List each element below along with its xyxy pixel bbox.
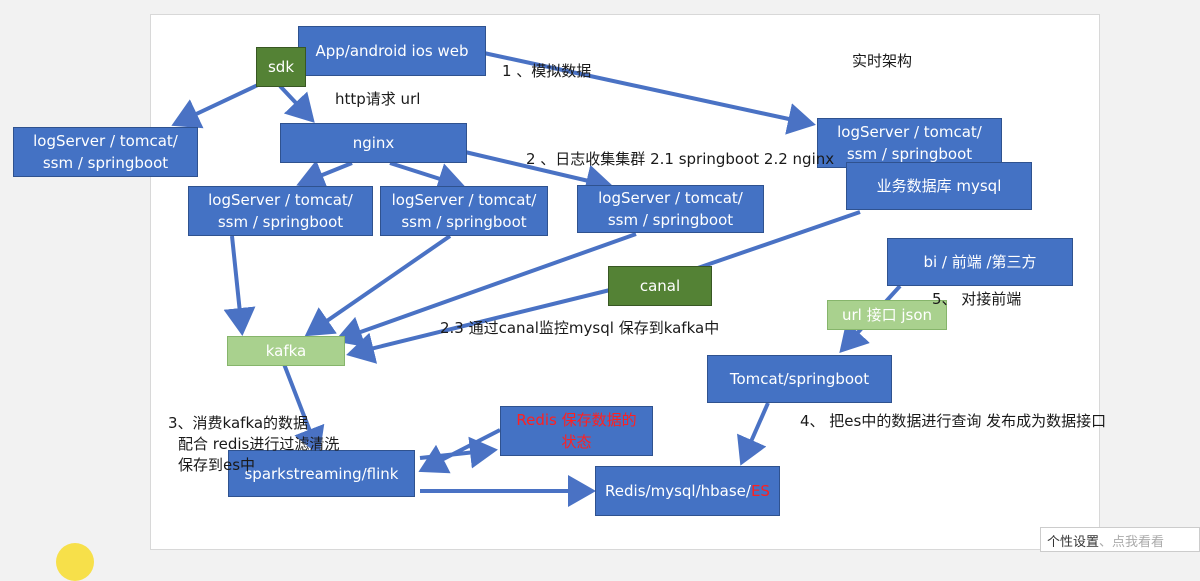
arrow-kafka-to-sparkstreaming — [282, 363, 325, 456]
mysql-db-label: 业务数据库 mysql — [876, 177, 1002, 195]
step23-label: 2.3 通过canal监控mysql 保存到kafka中 — [440, 319, 720, 337]
sdk-label: sdk — [267, 58, 295, 76]
app-web-label: App/android ios web — [315, 42, 469, 60]
arrow-canal-to-kafka — [346, 288, 611, 364]
step3-line2: 配合 redis进行过滤清洗 — [178, 435, 340, 453]
logserver-left-line2: ssm / springboot — [42, 154, 169, 172]
arrow-mysql-to-canal — [691, 210, 861, 272]
redis-state-line1: Redis 保存数据的 — [516, 411, 637, 429]
arrow-layer — [171, 48, 902, 507]
redis-state-line2: 状态 — [561, 433, 592, 451]
logserver-right-line2: ssm / springboot — [846, 145, 973, 163]
storage-node: Redis/mysql/hbase/ES — [595, 466, 780, 516]
arrow-logserver-1-to-kafka — [223, 235, 256, 336]
storage-es-label: ES — [750, 482, 770, 500]
arrow-logserver-2-to-kafka — [304, 234, 452, 337]
arrow-logserver-3-to-kafka — [334, 232, 637, 348]
url-json-node: url 接口 json — [827, 300, 947, 330]
arrow-tomcat-to-storage — [737, 402, 770, 466]
logserver-1-line1: logServer / tomcat/ — [208, 191, 353, 209]
title-label: 实时架构 — [852, 52, 913, 70]
logserver-left-line1: logServer / tomcat/ — [33, 132, 178, 150]
logserver-1-line2: ssm / springboot — [217, 213, 344, 231]
arrow-redis-to-sparkstreaming — [418, 428, 501, 474]
app-web-node: App/android ios web — [298, 26, 486, 76]
http-label: http请求 url — [335, 90, 421, 108]
url-json-label: url 接口 json — [841, 306, 933, 324]
canal-node: canal — [608, 266, 712, 306]
arrow-sdk-to-logserver-left — [171, 82, 261, 129]
settings-panel[interactable]: 个性设置、点我看看 — [1040, 527, 1200, 552]
kafka-node: kafka — [227, 336, 345, 366]
logserver-3-line1: logServer / tomcat/ — [598, 189, 743, 207]
logserver-2-node: logServer / tomcat/ ssm / springboot — [380, 186, 548, 236]
nginx-label: nginx — [352, 134, 395, 152]
step3-line1: 3、消费kafka的数据 — [168, 414, 309, 432]
settings-text: 个性设置 — [1047, 535, 1100, 550]
cursor-highlight-icon — [56, 543, 94, 581]
step5-label: 5、 对接前端 — [932, 290, 1022, 308]
settings-hint: 、点我看看 — [1099, 535, 1165, 550]
arrow-nginx-to-logserver-2 — [389, 161, 466, 194]
logserver-right-node: logServer / tomcat/ ssm / springboot — [817, 118, 1002, 168]
logserver-3-node: logServer / tomcat/ ssm / springboot — [577, 185, 764, 233]
logserver-3-line2: ssm / springboot — [607, 211, 734, 229]
redis-state-node: Redis 保存数据的 状态 — [500, 406, 653, 456]
sparkstreaming-node: sparkstreaming/flink — [228, 450, 415, 497]
logserver-2-line1: logServer / tomcat/ — [391, 191, 537, 209]
arrow-sparkstreaming-to-redis — [419, 436, 498, 469]
arrow-nginx-to-logserver-3 — [464, 150, 614, 197]
arrow-app-to-logserver-right — [469, 48, 816, 135]
step4-label: 4、 把es中的数据进行查询 发布成为数据接口 — [800, 412, 1107, 430]
step2-label: 2 、日志收集集群 2.1 springboot 2.2 nginx — [526, 150, 835, 168]
tomcat-springboot-node: Tomcat/springboot — [707, 355, 892, 403]
kafka-label: kafka — [265, 342, 307, 360]
step3-line3: 保存到es中 — [178, 456, 256, 474]
logserver-2-line2: ssm / springboot — [401, 213, 527, 231]
sdk-node: sdk — [256, 47, 306, 87]
arrow-sdk-to-nginx — [278, 84, 315, 123]
canal-label: canal — [639, 277, 681, 295]
logserver-left-node: logServer / tomcat/ ssm / springboot — [13, 127, 198, 177]
bi-frontend-node: bi / 前端 /第三方 — [887, 238, 1073, 286]
bi-frontend-label: bi / 前端 /第三方 — [923, 253, 1037, 271]
nginx-node: nginx — [280, 123, 467, 163]
sparkstreaming-label: sparkstreaming/flink — [244, 464, 399, 483]
arrow-nginx-to-logserver-1 — [296, 160, 353, 190]
tomcat-springboot-label: Tomcat/springboot — [729, 370, 870, 388]
logserver-right-line1: logServer / tomcat/ — [837, 123, 982, 141]
step1-label: 1 、模拟数据 — [502, 62, 592, 80]
logserver-1-node: logServer / tomcat/ ssm / springboot — [188, 186, 373, 236]
mysql-db-node: 业务数据库 mysql — [846, 162, 1032, 210]
storage-label: Redis/mysql/hbase/ — [605, 482, 751, 500]
